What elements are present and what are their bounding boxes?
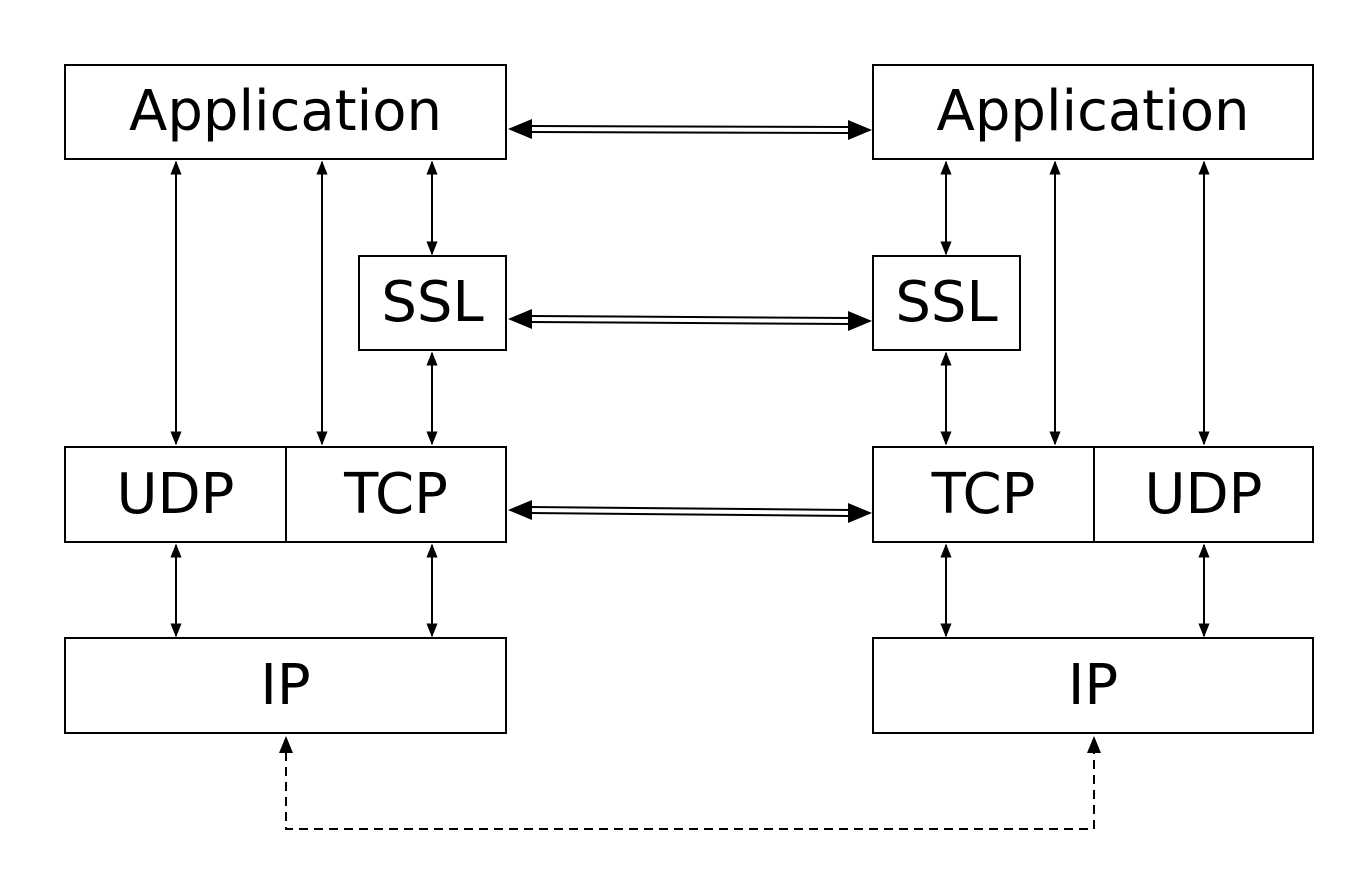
right-udp-box: UDP xyxy=(1093,446,1314,543)
left-ssl-label: SSL xyxy=(381,270,484,335)
left-ip-label: IP xyxy=(260,652,311,718)
left-udp-box: UDP xyxy=(64,446,287,543)
right-application-box: Application xyxy=(872,64,1314,160)
peer-arrow-ssl xyxy=(508,309,872,331)
right-ip-label: IP xyxy=(1067,652,1119,718)
dashed-ip-link xyxy=(279,736,1101,830)
left-ip-box: IP xyxy=(64,637,507,734)
peer-arrow-tcp xyxy=(508,500,872,523)
left-tcp-label: TCP xyxy=(344,461,448,527)
right-application-label: Application xyxy=(936,79,1250,144)
right-tcp-box: TCP xyxy=(872,446,1095,543)
left-ssl-box: SSL xyxy=(358,255,507,351)
right-udp-label: UDP xyxy=(1144,461,1263,527)
right-ip-box: IP xyxy=(872,637,1314,734)
left-application-box: Application xyxy=(64,64,507,160)
right-ssl-label: SSL xyxy=(895,270,998,335)
left-tcp-box: TCP xyxy=(285,446,507,543)
peer-arrow-application xyxy=(508,119,872,140)
left-application-label: Application xyxy=(129,79,442,144)
right-ssl-box: SSL xyxy=(872,255,1021,351)
right-tcp-label: TCP xyxy=(931,461,1036,527)
left-udp-label: UDP xyxy=(116,461,235,527)
